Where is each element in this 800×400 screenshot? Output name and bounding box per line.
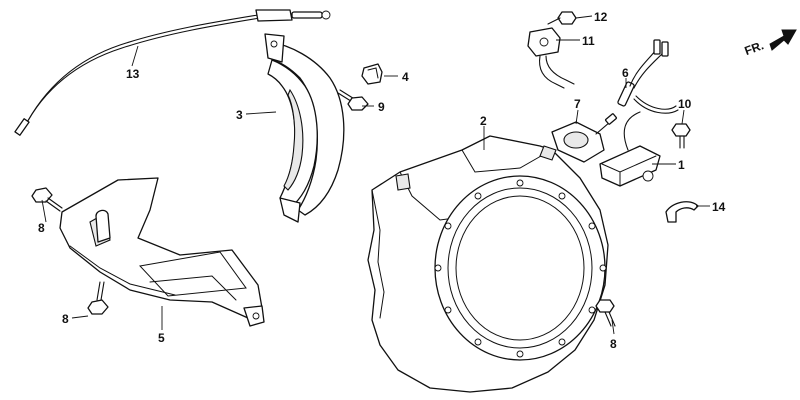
callout-7: 7	[574, 97, 581, 111]
callout-8-left-bottom: 8	[62, 312, 69, 326]
callout-labels: 13 3 4 9 5 8 8 2 12 11 6 7 10 1 14 8	[38, 10, 726, 351]
fr-label: FR.	[743, 38, 766, 58]
part-8-bolt-left-bottom	[87, 281, 109, 315]
part-13-cable	[14, 9, 331, 136]
callout-14: 14	[712, 200, 726, 214]
callout-9: 9	[378, 100, 385, 114]
part-6-harness	[617, 39, 679, 114]
callout-8-right: 8	[610, 337, 617, 351]
callout-2: 2	[480, 114, 487, 128]
callout-3: 3	[236, 108, 243, 122]
part-10-bolt	[671, 123, 691, 149]
housing-bolt-holes	[434, 179, 607, 358]
part-8-bolt-left-top	[31, 187, 63, 212]
callout-12: 12	[594, 10, 608, 24]
callout-10: 10	[678, 97, 692, 111]
part-5-lower-cover	[59, 177, 265, 327]
part-12-screw	[547, 11, 577, 25]
front-direction-indicator: FR.	[743, 29, 797, 58]
callout-6: 6	[622, 66, 629, 80]
callout-13: 13	[126, 67, 140, 81]
fr-arrow-icon	[769, 29, 797, 51]
callout-8-left-top: 8	[38, 221, 45, 235]
part-11-connector	[527, 27, 575, 89]
callout-1: 1	[678, 158, 685, 172]
part-4-clip	[361, 63, 383, 85]
callout-5: 5	[158, 331, 165, 345]
part-7-switch	[551, 113, 617, 163]
part-9-bolt	[337, 89, 369, 111]
callout-4: 4	[402, 70, 409, 84]
callout-11: 11	[582, 34, 595, 48]
part-8-bolt-right	[595, 299, 616, 327]
part-3-shroud	[264, 33, 345, 223]
part-14-seal	[665, 201, 699, 223]
leader-lines	[41, 15, 710, 335]
part-2-fan-housing	[367, 135, 609, 393]
part-1-control-unit	[599, 111, 661, 187]
